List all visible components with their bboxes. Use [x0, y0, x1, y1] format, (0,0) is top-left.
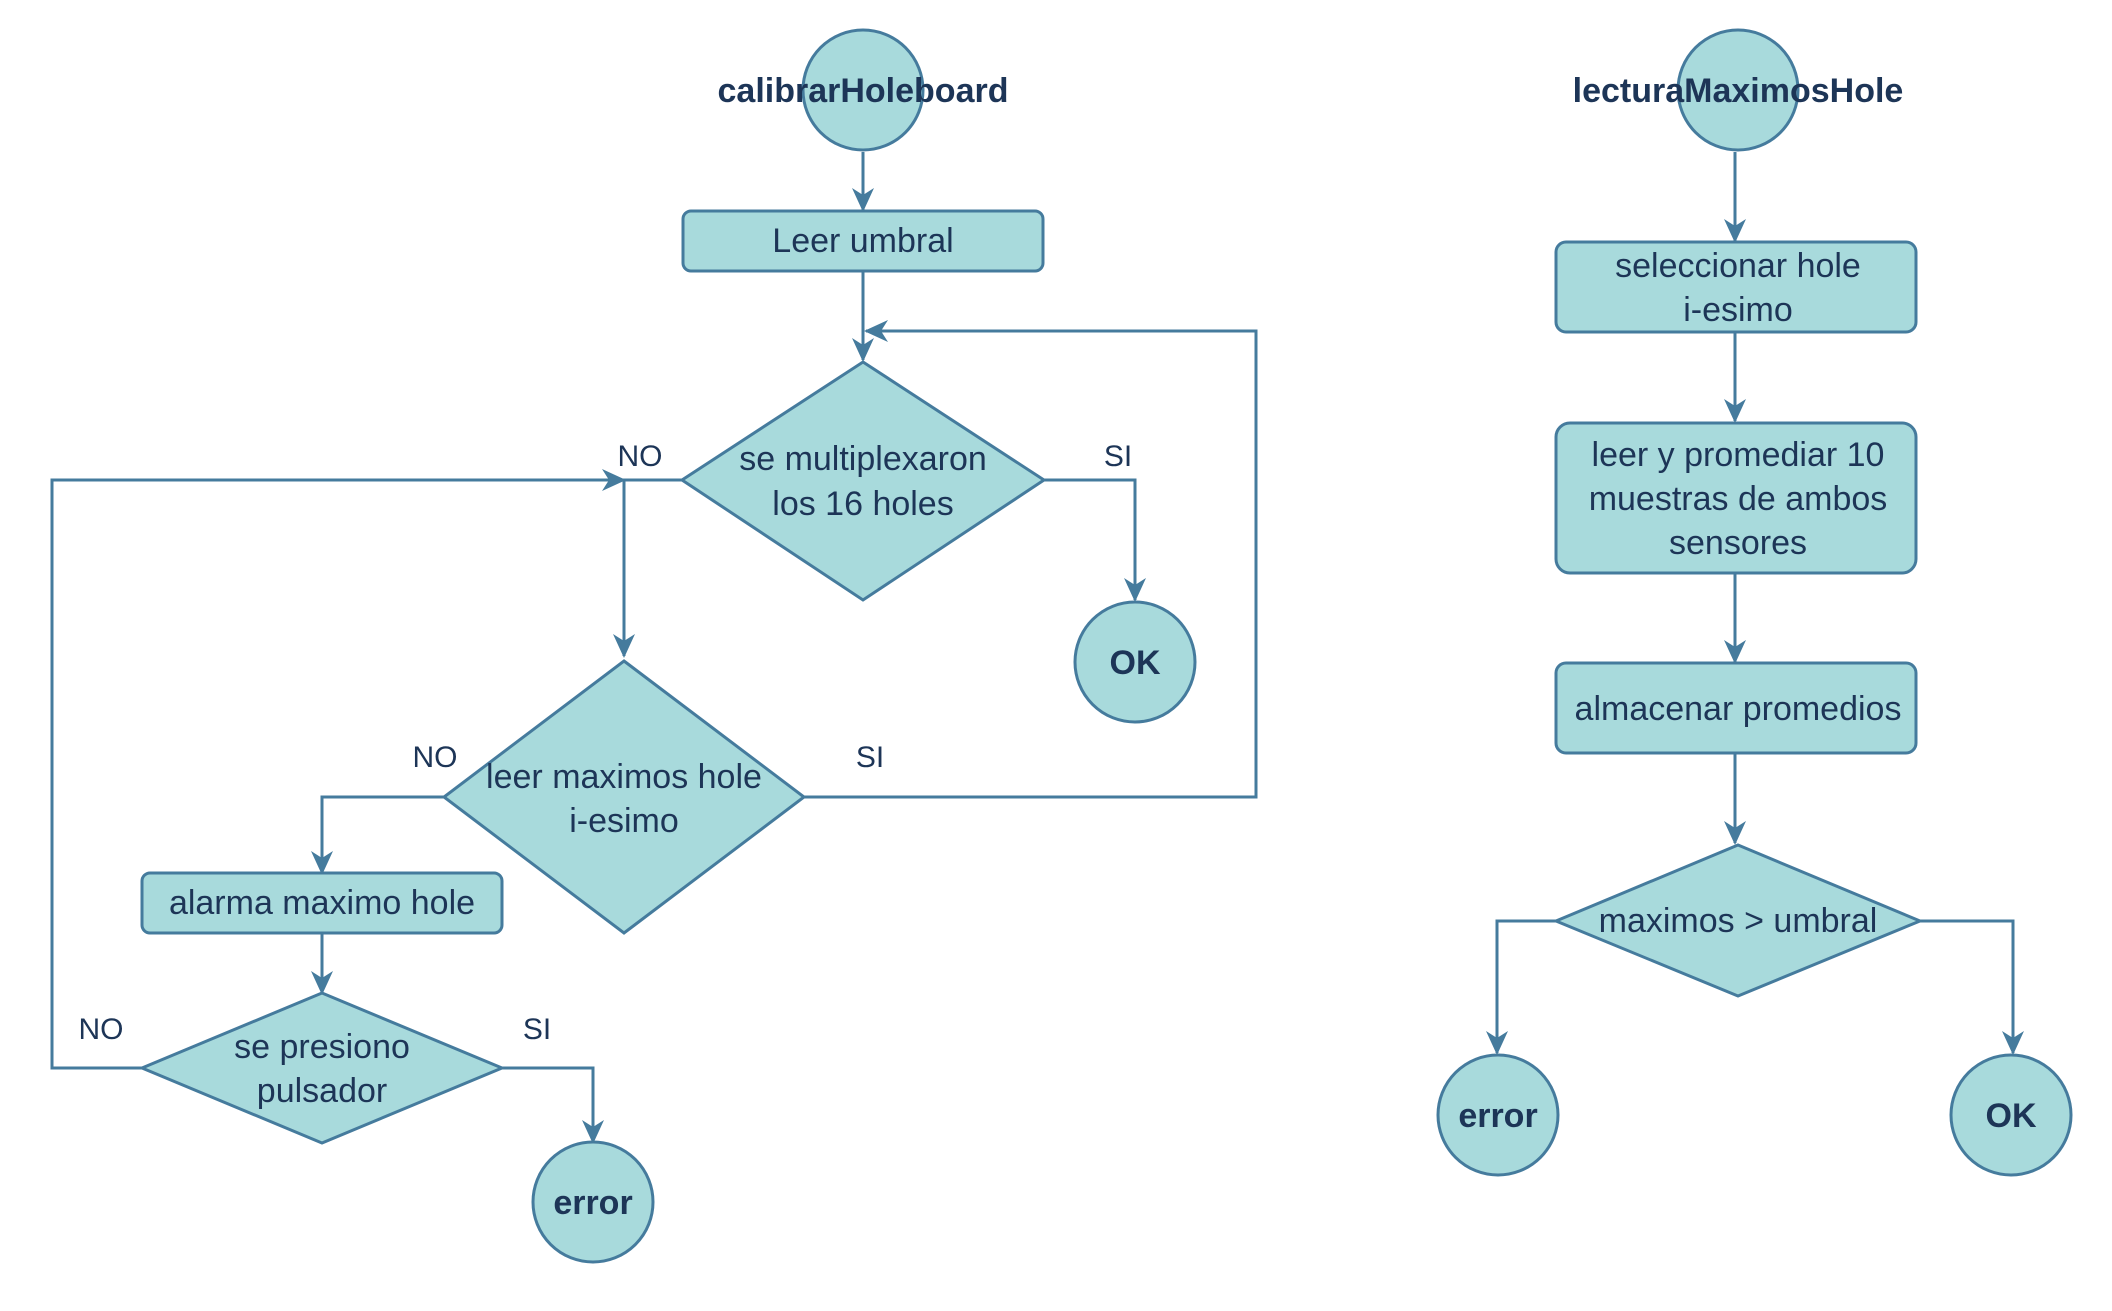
flow1-shapes: [138, 28, 1197, 1264]
edge-label-leer-no: NO: [413, 741, 458, 774]
edge-label-mux-si: SI: [1104, 440, 1132, 473]
leer-promediar-box[interactable]: [1554, 421, 1918, 575]
mux-label-line2: los 16 holes: [772, 485, 953, 523]
flow1-start-label: calibrarHoleboard: [718, 72, 1009, 110]
edge-leer-si-loop-to-mux: [804, 320, 1258, 799]
edge-label-puls-no: NO: [79, 1013, 124, 1046]
flow2-start-node[interactable]: [1676, 28, 1800, 152]
flow2-shapes: [1436, 28, 2073, 1177]
decision-leer-maximos[interactable]: [441, 659, 807, 935]
edge-pulsador-no-loop: [50, 469, 626, 1070]
leer-label-line2: i-esimo: [569, 802, 679, 840]
pulsador-label-line2: pulsador: [257, 1072, 387, 1110]
seleccionar-box[interactable]: [1554, 240, 1918, 334]
leer-umbral-box[interactable]: [681, 209, 1045, 273]
flow2-error-node[interactable]: [1436, 1053, 1560, 1177]
edge-pulsador-si-to-error: [502, 1066, 604, 1144]
decision-pulsador[interactable]: [138, 991, 506, 1145]
flow1-edges: [50, 152, 1258, 1144]
flow1-start-node[interactable]: [801, 28, 925, 152]
leer-umbral-label: Leer umbral: [772, 222, 953, 260]
alarma-label: alarma maximo hole: [169, 884, 475, 922]
leer-promediar-line3: sensores: [1669, 524, 1807, 562]
flow2-text: lecturaMaximosHole seleccionar hole i-es…: [1458, 72, 2037, 1135]
flow1-text: calibrarHoleboard Leer umbral se multipl…: [79, 72, 1161, 1222]
leer-label-line1: leer maximos hole: [486, 758, 762, 796]
decision-maximos[interactable]: [1552, 843, 1924, 998]
edge-decision-to-error: [1486, 919, 1560, 1055]
flow2-start-label: lecturaMaximosHole: [1573, 72, 1904, 110]
pulsador-label-line1: se presiono: [234, 1028, 410, 1066]
decision-maximos-label: maximos > umbral: [1599, 902, 1878, 940]
flow1-error-label: error: [553, 1184, 632, 1222]
flow1-ok-node[interactable]: [1073, 600, 1197, 724]
seleccionar-label-line2: i-esimo: [1683, 291, 1793, 329]
edge-label-mux-no: NO: [618, 440, 663, 473]
edge-label-leer-si: SI: [856, 741, 884, 774]
edge-leer-no-to-alarma: [311, 795, 444, 875]
decision-multiplexaron[interactable]: [679, 360, 1047, 602]
leer-promediar-line2: muestras de ambos: [1589, 480, 1888, 518]
alarma-box[interactable]: [140, 871, 504, 935]
edge-decision-to-ok: [1915, 919, 2024, 1055]
flow2-ok-label: OK: [1986, 1097, 2037, 1135]
flow2-error-label: error: [1458, 1097, 1537, 1135]
edge-label-puls-si: SI: [523, 1013, 551, 1046]
edge-mux-no-to-leer: [613, 478, 682, 658]
flow2-edges: [1486, 152, 2024, 1055]
seleccionar-label-line1: seleccionar hole: [1615, 247, 1861, 285]
almacenar-label: almacenar promedios: [1575, 690, 1902, 728]
leer-promediar-line1: leer y promediar 10: [1592, 436, 1885, 474]
almacenar-box[interactable]: [1554, 661, 1918, 755]
mux-label-line1: se multiplexaron: [739, 440, 987, 478]
flow1-error-node[interactable]: [531, 1140, 655, 1264]
flow1-ok-label: OK: [1110, 644, 1161, 682]
edge-mux-si-to-ok: [1044, 478, 1146, 602]
flow2-ok-node[interactable]: [1949, 1053, 2073, 1177]
